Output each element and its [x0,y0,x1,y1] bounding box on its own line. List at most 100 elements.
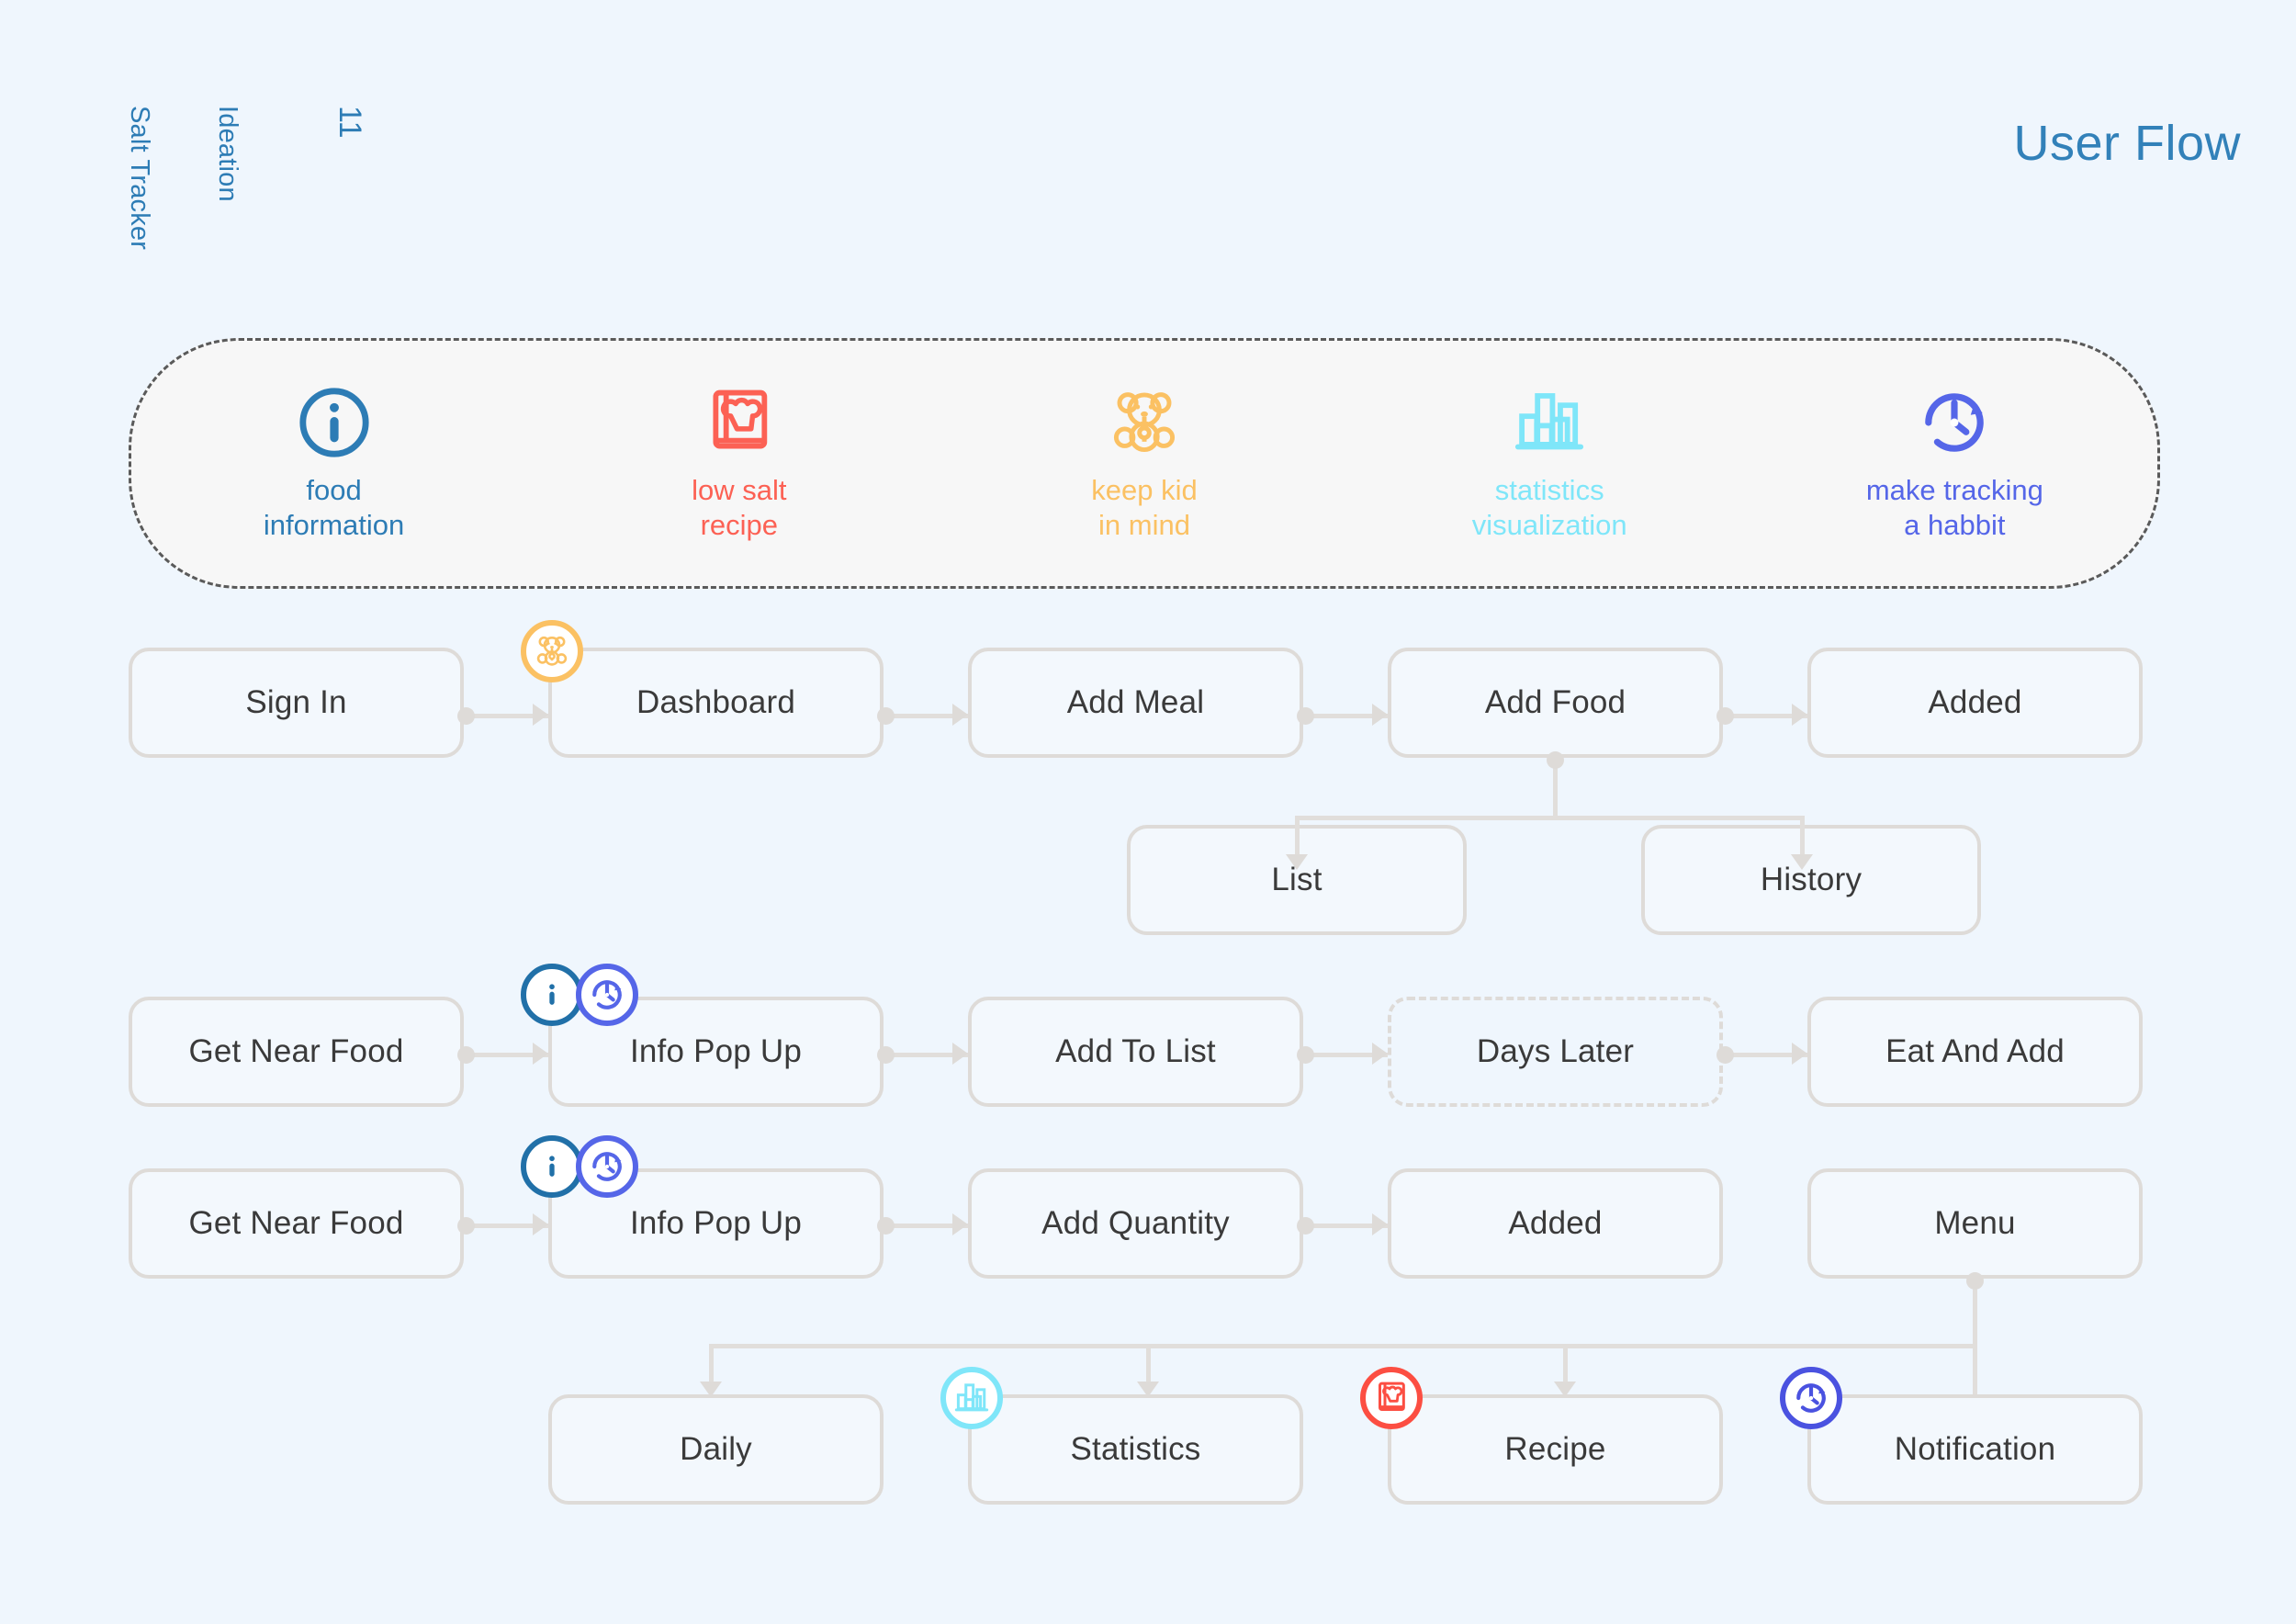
side-label-project: Salt Tracker [125,106,154,251]
flow-node-label: Menu [1934,1205,2016,1241]
flow-node-label: Notification [1894,1431,2056,1467]
flow-node-eat-and-add[interactable]: Eat And Add [1807,997,2143,1107]
flow-node-add-meal[interactable]: Add Meal [968,648,1303,758]
legend-label: keep kid in mind [1091,473,1198,541]
connector-arrow [1792,1043,1807,1065]
connector-arrow [1554,1382,1576,1397]
flow-node-label: Add Quantity [1041,1205,1230,1241]
connector-arrow [1372,1213,1388,1235]
flow-node-daily[interactable]: Daily [548,1394,884,1505]
info-circle-icon [521,964,583,1026]
flow-node-recipe[interactable]: Recipe [1360,1367,1723,1505]
legend-item-keep-kid-in-mind: keep kid in mind [941,385,1346,543]
branch-leg-left [1295,816,1300,858]
flow-node-label: Get Near Food [188,1205,404,1241]
flow-node-label: Dashboard [636,684,796,720]
flow-node-history[interactable]: History [1641,825,1981,935]
branch-bar [709,1344,1977,1348]
flow-node-added-main[interactable]: Added [1807,648,2143,758]
flow-node-get-near-food-list[interactable]: Get Near Food [129,997,464,1107]
connector-dot [877,707,895,725]
flow-node-list[interactable]: List [1127,825,1467,935]
legend-item-food-information: food information [131,385,536,543]
flow-node-days-later[interactable]: Days Later [1388,997,1723,1107]
connector-dot [877,1046,895,1064]
branch-bar [1295,816,1805,820]
connector-dot [1297,707,1314,725]
connector-arrow [1792,704,1807,726]
bar-chart-icon [1512,385,1587,460]
flow-node-sign-in[interactable]: Sign In [129,648,464,758]
connector-add-quantity-to-added [1303,1224,1388,1228]
flow-node-added-quantity[interactable]: Added [1388,1168,1723,1279]
flow-node-info-pop-up-list[interactable]: Info Pop Up [521,964,884,1107]
bar-chart-icon [940,1367,1003,1429]
flow-node-label: Eat And Add [1885,1033,2065,1069]
connector-add-to-list-to-days-later [1303,1053,1388,1057]
flow-node-label: Days Later [1476,1033,1635,1069]
connector-arrow [1791,854,1813,870]
recipe-book-icon [702,385,777,460]
connector-arrow [533,1213,548,1235]
side-label-phase: Ideation [213,106,242,202]
connector-arrow [1372,1043,1388,1065]
legend-label: make tracking a habbit [1865,473,2043,541]
legend-label: food information [263,473,405,541]
flow-node-label: Add Meal [1066,684,1205,720]
branch-leg-right [1800,816,1805,858]
branch-leg-recipe [1563,1344,1568,1385]
connector-dot [877,1217,895,1235]
flow-node-statistics[interactable]: Statistics [940,1367,1303,1505]
legend-label: low salt recipe [692,473,787,541]
flow-node-get-near-food-quantity[interactable]: Get Near Food [129,1168,464,1279]
connector-dot [457,1046,475,1064]
branch-dot-menu [1966,1272,1984,1290]
flow-node-notification[interactable]: Notification [1780,1367,2143,1505]
branch-stem [1973,1279,1977,1346]
flow-node-menu[interactable]: Menu [1807,1168,2143,1279]
flow-node-label: Get Near Food [188,1033,404,1069]
flow-node-label: Statistics [1070,1431,1201,1467]
info-circle-icon [521,1135,583,1198]
clock-arrow-icon [576,964,638,1026]
connector-arrow [1137,1382,1159,1397]
connector-near-food-to-info-popup-2 [464,1224,548,1228]
connector-info-popup-to-add-quantity [884,1224,968,1228]
flow-node-add-food[interactable]: Add Food [1388,648,1723,758]
branch-leg-notification [1973,1344,1977,1394]
recipe-book-icon [1360,1367,1423,1429]
connector-arrow [952,1043,968,1065]
branch-leg-daily [709,1344,714,1385]
page-title: User Flow [2013,116,2241,171]
legend-label: statistics visualization [1471,473,1627,541]
flow-node-info-pop-up-quantity[interactable]: Info Pop Up [521,1135,884,1279]
connector-arrow [533,1043,548,1065]
flow-node-add-to-list[interactable]: Add To List [968,997,1303,1107]
flow-node-label: Added [1508,1205,1603,1241]
connector-dashboard-to-add-meal [884,714,968,718]
legend-item-make-tracking-a-habbit: make tracking a habbit [1752,385,2157,543]
connector-arrow [533,704,548,726]
connector-dot [457,1217,475,1235]
branch-stem [1553,758,1558,818]
flow-node-label: Info Pop Up [629,1205,803,1241]
info-circle-icon [297,385,372,460]
branch-dot-add-food [1547,751,1564,769]
flow-node-label: Added [1928,684,2022,720]
legend-panel: food information low salt recipe [129,338,2160,589]
side-label-page-number: 11 [332,106,367,139]
flow-node-dashboard[interactable]: Dashboard [521,620,884,758]
clock-arrow-icon [576,1135,638,1198]
branch-leg-statistics [1146,1344,1151,1385]
flow-node-add-quantity[interactable]: Add Quantity [968,1168,1303,1279]
teddy-bear-icon [521,620,583,682]
connector-arrow [952,1213,968,1235]
connector-arrow [952,704,968,726]
flow-node-label: Sign In [245,684,347,720]
legend-item-statistics-visualization: statistics visualization [1347,385,1752,543]
clock-arrow-icon [1917,385,1992,460]
connector-sign-in-to-dashboard [464,714,548,718]
connector-arrow [1372,704,1388,726]
connector-info-popup-to-add-to-list [884,1053,968,1057]
